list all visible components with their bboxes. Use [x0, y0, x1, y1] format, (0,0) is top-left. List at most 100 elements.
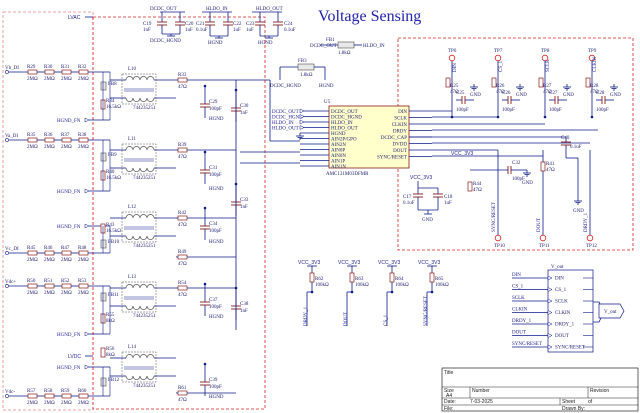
fc-value: 100pF [209, 107, 222, 112]
sense-value: 8kΩ [106, 319, 115, 324]
divider-resistor [27, 137, 38, 143]
ic-net-flag: HLDO_IN [272, 119, 305, 126]
pullup-value: 100kΩ [395, 283, 409, 288]
ic-net-flag-text: HLDO_OUT [272, 127, 299, 132]
fc-ref: C34 [209, 222, 218, 227]
divider-ref: R53 [78, 279, 87, 284]
r41 [540, 161, 546, 172]
divider-resistor [78, 283, 89, 289]
svg-text:FB3: FB3 [298, 59, 307, 64]
divider-resistor [27, 283, 38, 289]
ic-pin-left: AIN2P/GPO [331, 137, 357, 142]
divider-value: 2MΩ [78, 401, 89, 406]
ground-symbol [516, 84, 524, 91]
r41-value: 47Ω [546, 168, 555, 173]
vdc-plus-input-port-text: Vdc+ [5, 280, 16, 285]
ic-pin-right: SYNC/RESET [377, 155, 407, 160]
svg-text:Date:: Date: [444, 399, 456, 405]
ic-pin-left: DCDC_HGND [331, 115, 362, 120]
divider-ref: R50 [27, 279, 36, 284]
fr-value: 47Ω [178, 293, 187, 298]
sense-ref: R56 [106, 347, 115, 352]
ic-net-flag-text: HLDO_IN [272, 121, 294, 126]
fc-ref: C29 [209, 100, 218, 105]
v-out-net-left: SCLK [512, 296, 525, 301]
v-out-net-right: DRDY_1 [555, 323, 575, 328]
gnd-text: GND [563, 93, 574, 98]
tp-net: DIN [453, 63, 458, 72]
lvdc-label: LVDC [68, 354, 81, 360]
fc-ref: C33 [240, 198, 249, 203]
dc-value: 100pF [596, 108, 609, 113]
gnd-text: GND [573, 209, 584, 214]
dr-value: 47Ω [543, 90, 552, 95]
tp-net: SYNC/RESET [492, 202, 497, 232]
ic-pin-right: SCLK [394, 116, 407, 121]
v-out-net-right: SYNC/RESET [555, 346, 585, 351]
pullup-ref: R63 [355, 277, 364, 282]
hgnd-inline: HGND [209, 395, 224, 400]
svg-text:1.8kΩ: 1.8kΩ [338, 51, 351, 56]
divider-ref: R57 [27, 389, 36, 394]
fc-ref: C31 [209, 166, 218, 171]
ground-symbol [610, 84, 618, 91]
v-out-net-right: CLKIN [555, 311, 571, 316]
pullup-net: DOUT [344, 312, 349, 326]
dc-ref: C25 [456, 91, 465, 96]
fc-value: 100pF [209, 305, 222, 310]
divider-resistor [44, 250, 55, 256]
svg-text:File:: File: [444, 406, 453, 412]
junction [590, 115, 594, 119]
pullup-value: 100kΩ [315, 283, 329, 288]
v-out-net-right: CS_1 [555, 288, 567, 293]
series-r [491, 77, 497, 88]
series-r [538, 77, 544, 88]
divider-value: 2MΩ [61, 291, 72, 296]
hgnd-inline: HGND [209, 117, 224, 122]
fc-ref: C37 [209, 298, 218, 303]
choke-ref: L11 [128, 137, 136, 142]
divider-resistor [78, 137, 89, 143]
choke-value: 744235251 [133, 314, 156, 319]
vdc-plus-input-port: Vdc+ [5, 280, 16, 288]
ic-pin-left: AIN1P [331, 159, 345, 164]
pullup-r [349, 272, 355, 283]
filter-capacitor: C37 100pF [200, 282, 222, 316]
divider-resistor [44, 69, 55, 75]
divider-value: 2MΩ [61, 401, 72, 406]
svg-text:7-03-2025: 7-03-2025 [470, 399, 493, 405]
divider-ref: R45 [27, 246, 36, 251]
filter-r [177, 147, 188, 153]
svg-text:1uF: 1uF [444, 201, 452, 206]
v-out-net-right: DOUT [555, 334, 569, 339]
hgnd-top-2: HGND [258, 41, 273, 46]
divider-ref: R60 [78, 389, 87, 394]
fc-value: 100pF [209, 385, 222, 390]
svg-text:Title: Title [444, 370, 453, 376]
ic-pin-left: AIN0N [331, 154, 346, 159]
common-mode-chokes: L10744235251L11744235251L12744235251L137… [110, 67, 271, 403]
dcdc-out-fb1: DCDC_OUT [310, 44, 337, 49]
dr-ref: R28 [590, 84, 599, 89]
ic-pin-left: AIN1N [331, 165, 346, 170]
hgnd-fn-flag-text: HGND_FN [57, 119, 81, 124]
hgnd-fn-flag: HGND_FN [57, 364, 90, 371]
fr-ref: R42 [178, 211, 187, 216]
divider-value: 2MΩ [61, 77, 72, 82]
pullup-net: DRDY_1 [304, 306, 309, 326]
ground-symbol [563, 84, 571, 91]
